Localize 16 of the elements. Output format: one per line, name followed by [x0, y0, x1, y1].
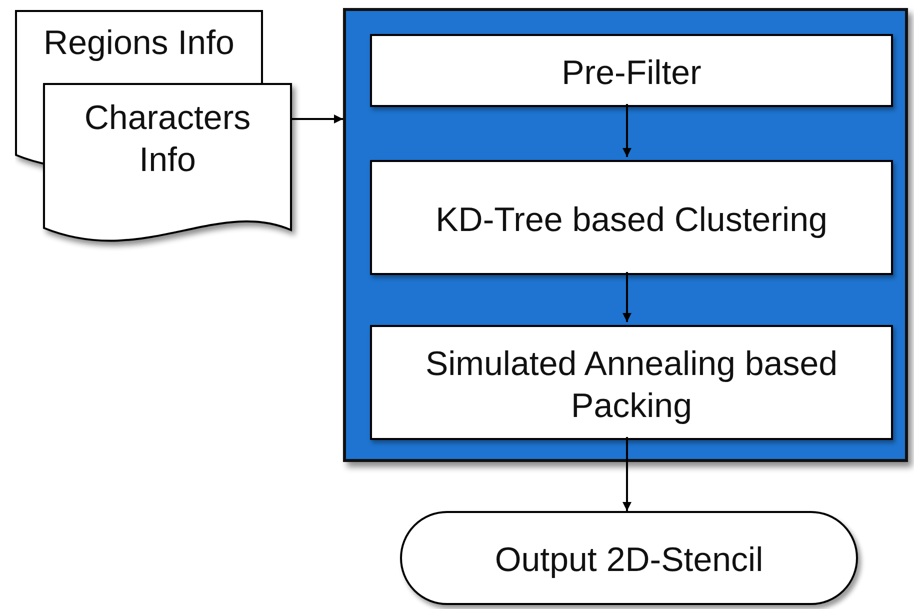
document-shape [15, 10, 263, 83]
node-label: Simulated Annealing based Packing [424, 344, 839, 426]
node-label: KD-Tree based Clustering [434, 200, 828, 240]
arrow [622, 272, 632, 322]
arrow [622, 104, 632, 157]
process-box [370, 160, 893, 275]
process-box [370, 325, 893, 440]
node-label: Pre-Filter [560, 52, 702, 94]
arrow [622, 437, 632, 511]
arrow [292, 114, 343, 124]
process-box [370, 34, 893, 107]
node-label: Output 2D-Stencil [494, 540, 764, 581]
node-label: Characters Info [83, 98, 252, 181]
process-panel [343, 8, 908, 462]
node-label: Regions Info [42, 23, 236, 64]
terminal-shape [400, 511, 858, 605]
